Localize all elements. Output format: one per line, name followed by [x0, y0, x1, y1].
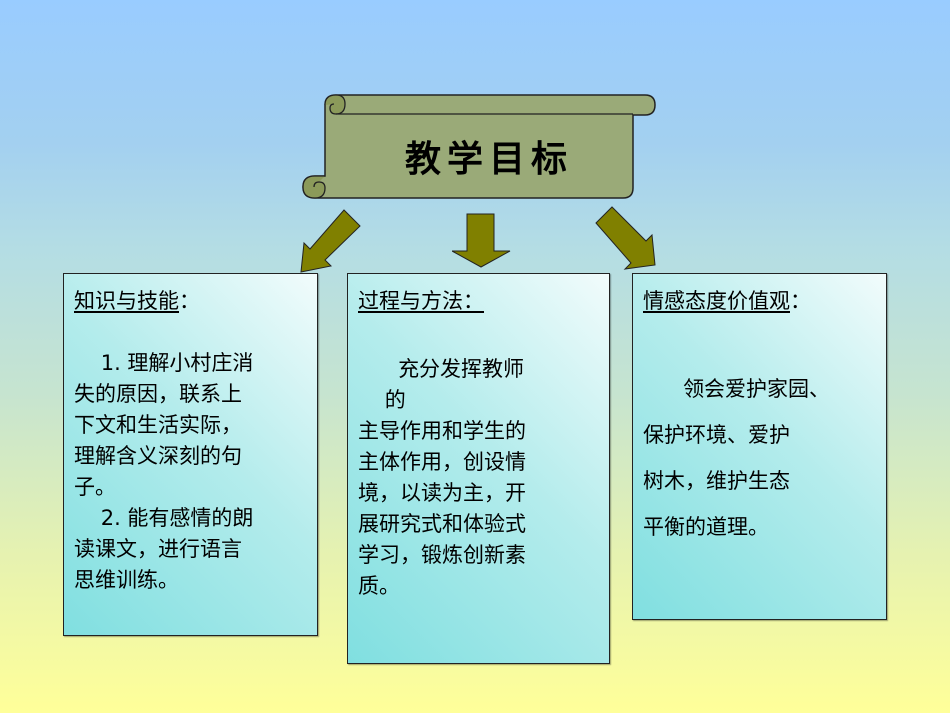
emotion-values-box: 情感态度价值观： 领会爱护家园、 保护环境、爱护 树木，维护生态 平衡的道理。: [632, 273, 887, 620]
arrow-down-icon: [452, 213, 511, 268]
heading-text: 情感态度价值观: [643, 289, 790, 313]
title-scroll-banner: 教学目标: [300, 92, 658, 202]
box-heading: 情感态度价值观：: [643, 286, 811, 317]
arrow-down-right-icon: [595, 206, 656, 270]
knowledge-skills-box: 知识与技能： 1. 理解小村庄消 失的原因，联系上 下文和生活实际， 理解含义深…: [63, 273, 318, 636]
arrow-down-left-icon: [300, 209, 361, 273]
heading-text: 知识与技能: [74, 289, 179, 313]
scroll-shape: [302, 94, 656, 199]
heading-colon: ：: [790, 289, 811, 313]
box-heading: 知识与技能：: [74, 286, 200, 317]
heading-colon: ：: [179, 289, 200, 313]
box-body-text: 领会爱护家园、 保护环境、爱护 树木，维护生态 平衡的道理。: [643, 377, 831, 539]
process-methods-box: 过程与方法： 充分发挥教师 的 主导作用和学生的 主体作用，创设情 境，以读为主…: [347, 273, 610, 664]
heading-text: 过程与方法：: [358, 289, 484, 313]
page-title: 教学目标: [405, 138, 574, 180]
box-heading: 过程与方法：: [358, 286, 484, 317]
box-body-text: 充分发挥教师 的 主导作用和学生的 主体作用，创设情 境，以读为主，开 展研究式…: [358, 357, 526, 598]
box-body-text: 1. 理解小村庄消 失的原因，联系上 下文和生活实际， 理解含义深刻的句 子。 …: [74, 351, 254, 592]
